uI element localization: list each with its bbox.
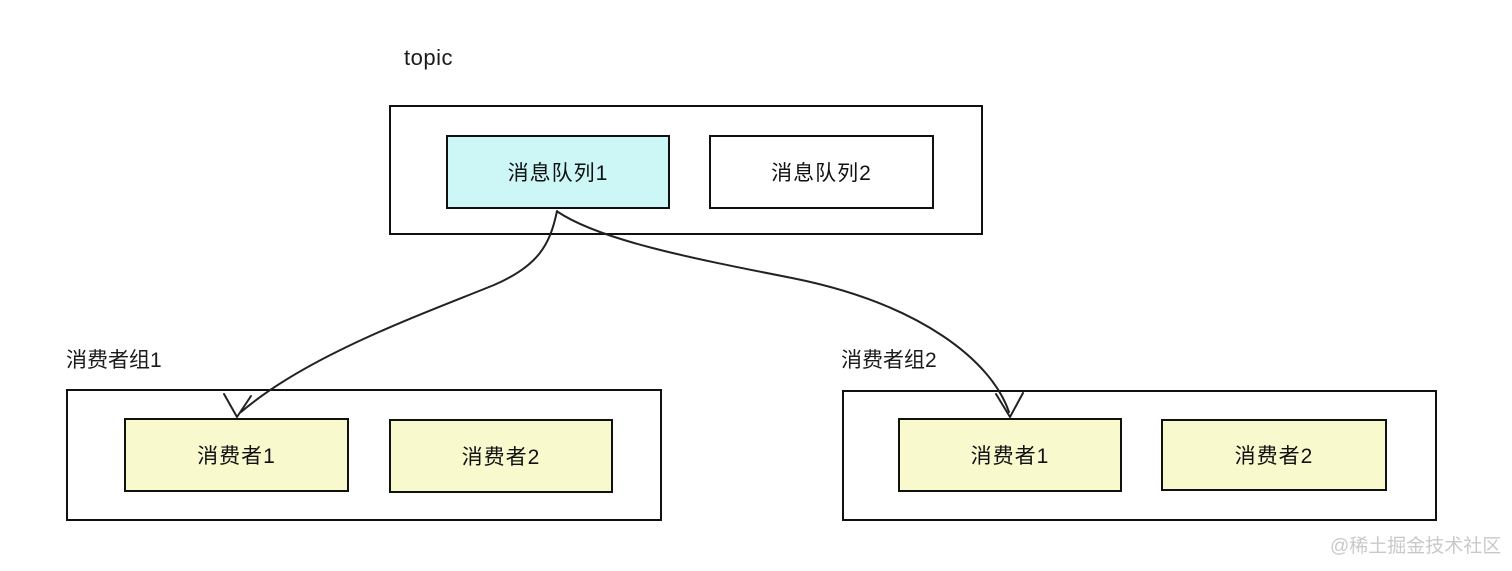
message-queue-2-node: 消息队列2 <box>709 135 934 209</box>
message-queue-2-label: 消息队列2 <box>771 162 872 185</box>
group2-consumer-1-node: 消费者1 <box>898 418 1122 492</box>
group2-consumer-1-label: 消费者1 <box>970 445 1050 468</box>
group1-consumer-1-label: 消费者1 <box>197 445 276 468</box>
group1-consumer-2-label: 消费者2 <box>461 446 541 469</box>
group1-consumer-1-node: 消费者1 <box>124 418 349 492</box>
message-queue-1-label: 消息队列1 <box>507 162 609 185</box>
message-queue-1-node: 消息队列1 <box>446 135 670 209</box>
watermark-text: @稀土掘金技术社区 <box>1330 536 1502 557</box>
group2-consumer-2-node: 消费者2 <box>1161 419 1387 491</box>
consumer-group-2-label: 消费者组2 <box>841 349 937 372</box>
topic-label: topic <box>404 45 453 70</box>
group1-consumer-2-node: 消费者2 <box>389 419 613 493</box>
consumer-group-1-label: 消费者组1 <box>66 349 162 372</box>
edge-queue1-to-group1-consumer1 <box>240 210 558 413</box>
edge-queue1-to-group2-consumer1 <box>557 211 1010 413</box>
group2-consumer-2-label: 消费者2 <box>1234 445 1314 468</box>
